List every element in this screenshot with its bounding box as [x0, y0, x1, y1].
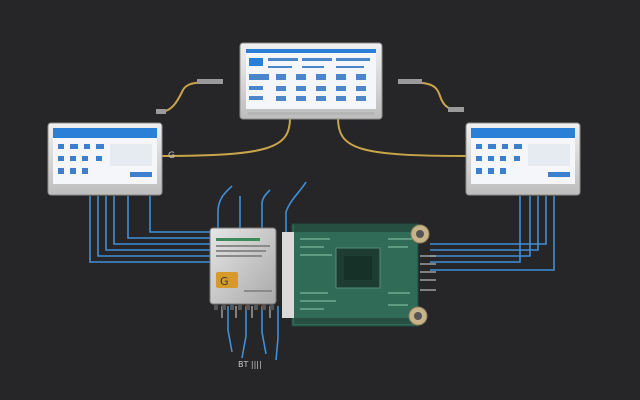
control-module: G	[209, 227, 277, 310]
wire-bundle-left	[89, 196, 212, 263]
wire-bundle-right	[430, 196, 555, 271]
connector-icon	[156, 109, 166, 114]
monitor-right	[465, 122, 581, 196]
cable-top-left	[159, 81, 223, 113]
monitor-left	[47, 122, 163, 196]
connector-icon	[197, 79, 223, 84]
wire-bundle-bottom	[227, 306, 279, 361]
svg-text:G: G	[220, 275, 229, 288]
connector-icon	[398, 79, 422, 84]
cable-center-left	[159, 117, 291, 157]
connector-icon	[448, 107, 464, 112]
wire-bundle-top	[217, 181, 307, 232]
cable-top-right	[399, 81, 463, 111]
circuit-board	[282, 223, 430, 327]
monitor-top-center	[239, 42, 383, 120]
bottom-code-label: BT ||||	[238, 360, 262, 369]
connector-plugs	[156, 79, 464, 114]
left-link-label: G	[168, 151, 175, 161]
cable-center-right	[337, 117, 471, 157]
